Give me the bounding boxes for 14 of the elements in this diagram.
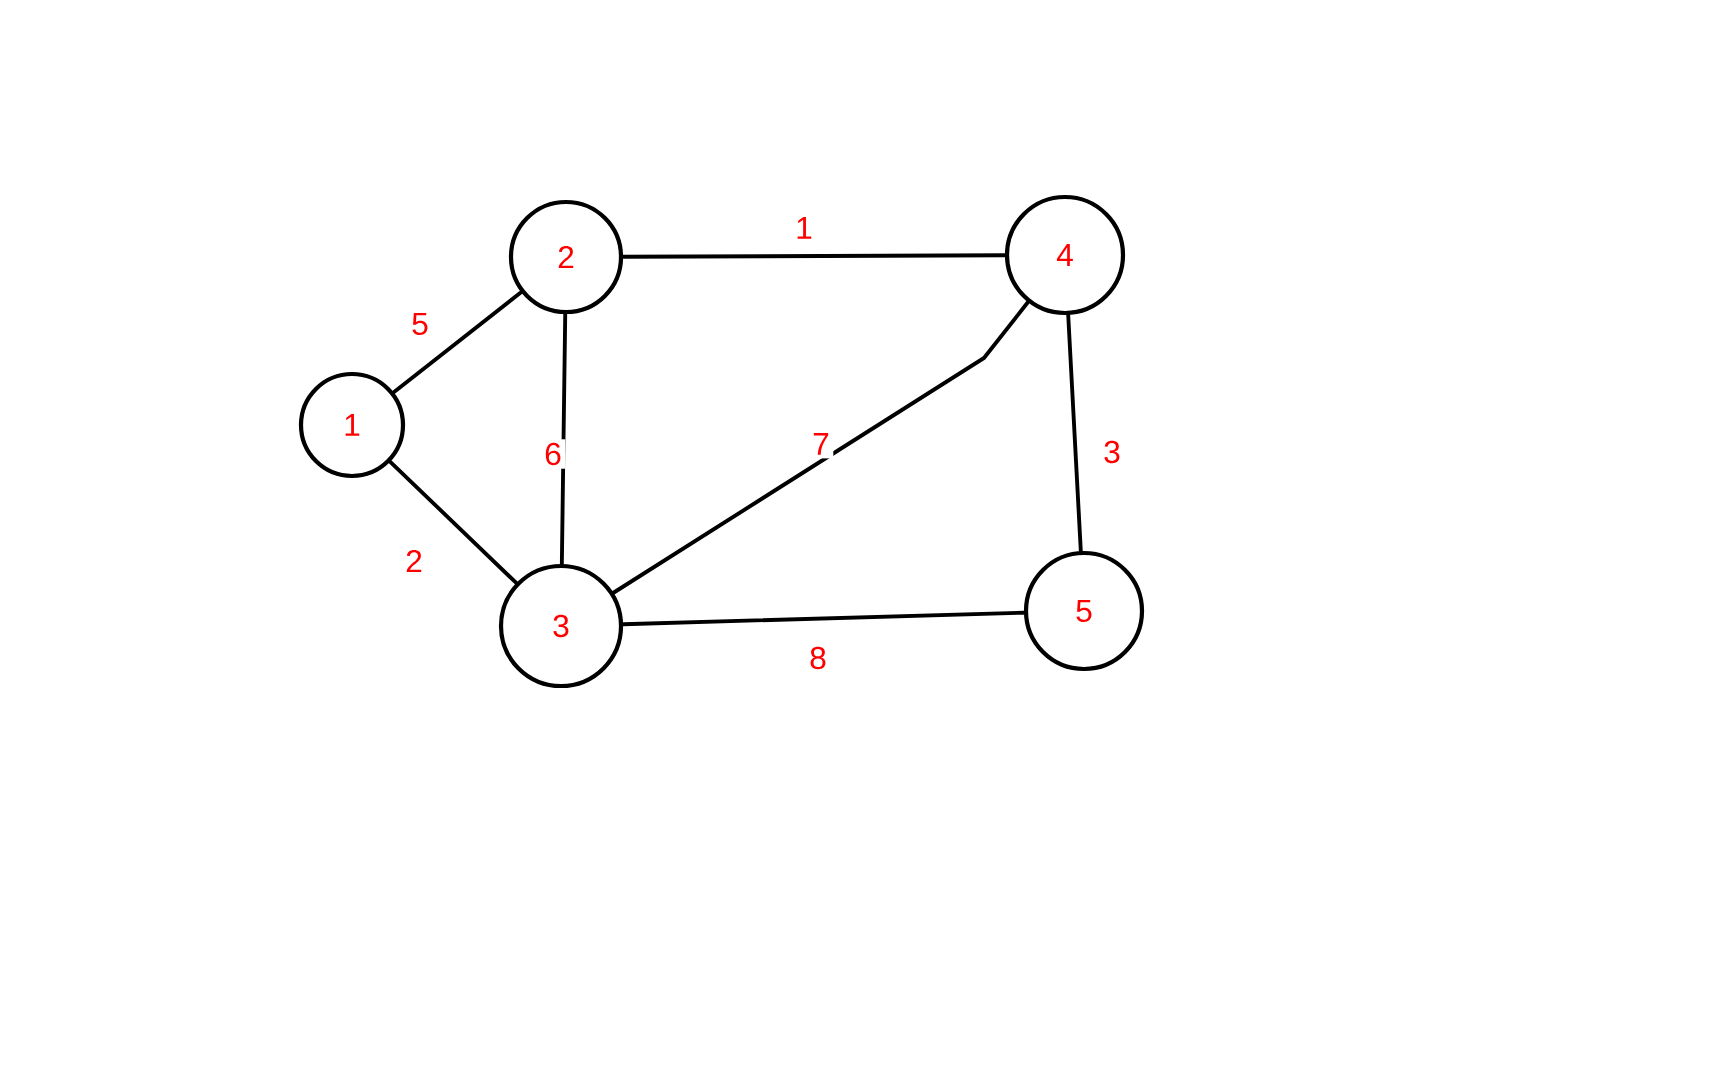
edge-line: [611, 300, 1030, 595]
edge-label: 1: [791, 213, 817, 243]
edge-label: 7: [808, 429, 834, 459]
edge-label: 2: [401, 546, 427, 576]
edge-label: 8: [805, 643, 831, 673]
edge-label: 3: [1099, 437, 1125, 467]
edge-label: 5: [407, 309, 433, 339]
edge-line: [1066, 313, 1083, 553]
edge-label: 6: [540, 439, 566, 469]
edge-line: [621, 253, 1007, 259]
edge-line: [391, 290, 524, 395]
edge-line: [621, 610, 1026, 627]
edge-line: [559, 312, 568, 566]
edge-line: [388, 459, 519, 585]
